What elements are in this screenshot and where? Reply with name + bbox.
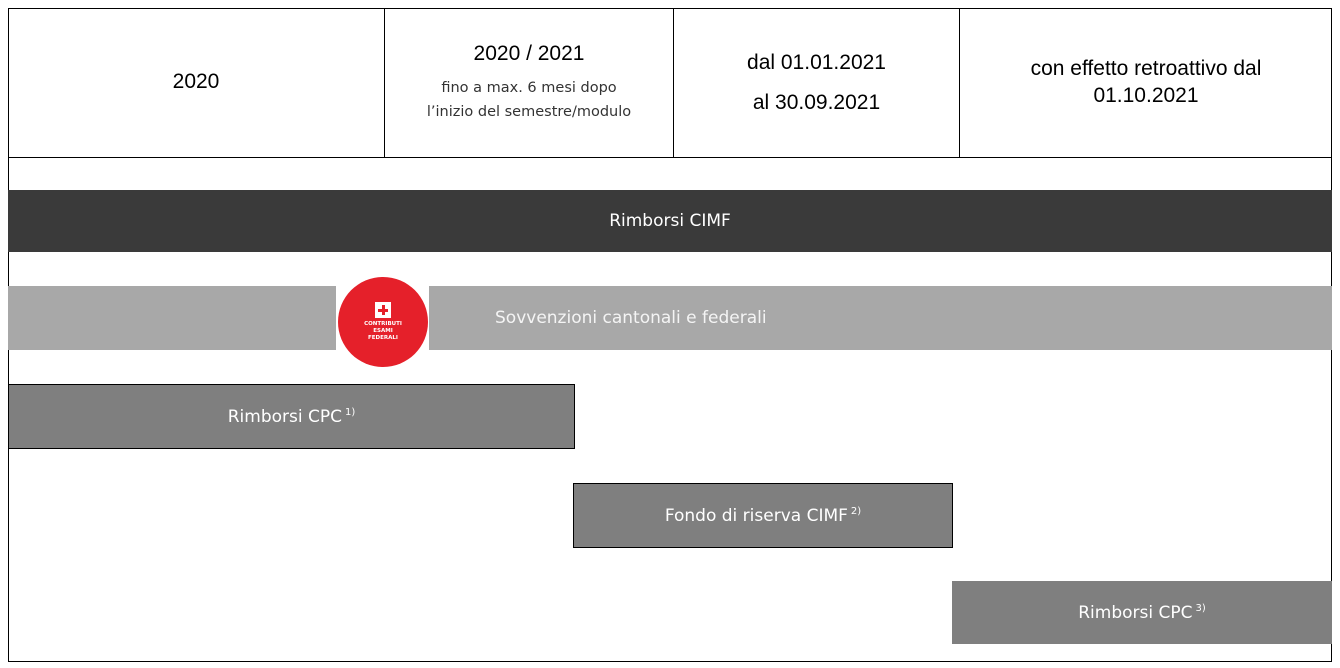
bar-rimborsi-cpc-3-note: 3) [1195,603,1206,614]
period-2020-2021-title: 2020 / 2021 [473,42,585,66]
period-2021-line-2: al 30.09.2021 [752,90,881,114]
bar-sovvenzioni-left-segment [8,286,337,350]
bar-rimborsi-cpc-1-note: 1) [345,407,356,418]
badge-line-1: CONTRIBUTI [364,321,402,327]
contributi-esami-federali-badge: CONTRIBUTI ESAMI FEDERALI [338,277,428,367]
period-2020-title: 2020 [172,70,220,94]
bar-rimborsi-cimf-label: Rimborsi CIMF [609,211,731,231]
bar-rimborsi-cpc-3-label: Rimborsi CPC [1078,602,1193,623]
bar-fondo-riserva-label: Fondo di riserva CIMF [664,505,848,526]
swiss-cross-icon [375,302,391,318]
period-2021-line-1: dal 01.01.2021 [747,50,886,74]
bar-sovvenzioni-label: Sovvenzioni cantonali e federali [495,308,767,328]
period-2020-2021-note-1: fino a max. 6 mesi dopo [441,79,617,96]
period-2021: dal 01.01.2021 al 30.09.2021 [674,8,960,157]
bar-fondo-riserva-note: 2) [850,506,862,517]
bar-rimborsi-cpc-1-label: Rimborsi CPC [227,406,342,427]
period-retroactive-line-1: con effetto retroattivo dal [1030,57,1262,81]
period-retroactive: con effetto retroattivo dal 01.10.2021 [960,8,1332,157]
period-2020-2021-note-2: l’inizio del semestre/modulo [426,103,632,120]
badge-line-3: FEDERALI [368,335,398,341]
period-2020: 2020 [8,8,385,157]
badge-line-2: ESAMI [373,328,393,334]
period-retroactive-line-2: 01.10.2021 [1093,83,1199,107]
bar-sovvenzioni: Sovvenzioni cantonali e federali [429,286,1332,350]
period-2020-2021: 2020 / 2021 fino a max. 6 mesi dopo l’in… [385,8,674,157]
period-header: 2020 2020 / 2021 fino a max. 6 mesi dopo… [8,8,1332,158]
bar-rimborsi-cimf: Rimborsi CIMF [8,190,1332,252]
